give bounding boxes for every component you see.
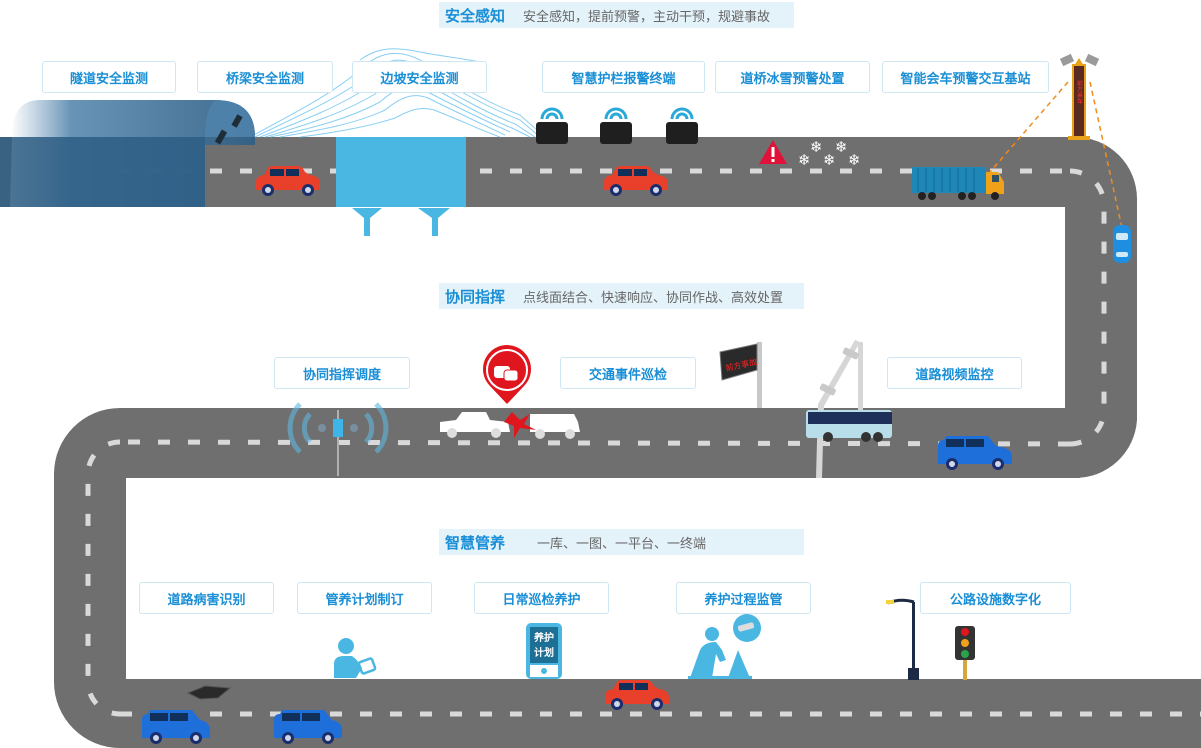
label-meeting-warning-station[interactable]: 智能会车预警交互基站: [882, 61, 1049, 93]
road-worker-icon: [688, 614, 761, 679]
dispatch-signal-icon: [287, 402, 389, 476]
guardrail-terminal: [600, 107, 632, 144]
plan-phone-line1: 养护: [533, 631, 554, 644]
label-maintenance-planning[interactable]: 管养计划制订: [297, 582, 432, 614]
lane-mark-left: [85, 439, 121, 717]
pothole-icon: [186, 685, 232, 700]
blue-suv: [274, 710, 342, 744]
snowflake-icons: ❄ ❄ ❄ ❄ ❄: [798, 138, 861, 169]
plan-phone-line2: 计划: [534, 646, 554, 659]
bridge: [336, 137, 466, 236]
label-road-defect-detection[interactable]: 道路病害识别: [139, 582, 274, 614]
accident-warning-board: [719, 342, 762, 408]
label-daily-inspection[interactable]: 日常巡检养护: [474, 582, 609, 614]
bus: [806, 410, 892, 442]
label-incident-patrol[interactable]: 交通事件巡检: [560, 357, 696, 389]
planner-person-icon: [334, 638, 377, 678]
guardrail-terminal: [666, 107, 698, 144]
base-station-display: 前方来车: [1076, 79, 1083, 105]
red-car: [604, 166, 668, 196]
road-network: [0, 137, 1201, 748]
blue-suv: [142, 710, 210, 744]
camera-pole: [816, 340, 863, 478]
maintenance-plan-phone-icon: [526, 623, 562, 679]
base-station-pole: [989, 53, 1123, 229]
label-coordinated-dispatch[interactable]: 协同指挥调度: [274, 357, 410, 389]
guardrail-terminals: [536, 107, 698, 144]
svg-text:❄: ❄: [823, 151, 836, 169]
svg-text:❄: ❄: [848, 151, 861, 169]
red-car: [256, 166, 320, 196]
street-lamp-icon: [886, 598, 919, 680]
label-tunnel-monitoring[interactable]: 隧道安全监测: [42, 61, 176, 93]
label-ice-snow-warning[interactable]: 道桥冰雪预警处置: [715, 61, 870, 93]
road-middle: [120, 408, 1080, 478]
section-subtitle: 点线面结合、快速响应、协同作战、高效处置: [523, 290, 784, 306]
label-guardrail-terminal[interactable]: 智慧护栏报警终端: [542, 61, 705, 93]
car-top-view: [1113, 225, 1131, 263]
label-facility-digitization[interactable]: 公路设施数字化: [920, 582, 1071, 614]
road-left-curve: [54, 408, 130, 748]
section-title: 智慧管养: [445, 533, 506, 552]
container-truck: [912, 167, 1004, 200]
section-header-safety: 安全感知 安全感知，提前预警，主动干预，规避事故: [439, 2, 794, 28]
label-slope-monitoring[interactable]: 边坡安全监测: [352, 61, 487, 93]
section-header-command: 协同指挥 点线面结合、快速响应、协同作战、高效处置: [439, 283, 804, 309]
section-subtitle: 安全感知，提前预警，主动干预，规避事故: [523, 9, 771, 25]
label-bridge-monitoring[interactable]: 桥梁安全监测: [197, 61, 333, 93]
svg-text:❄: ❄: [798, 151, 811, 169]
label-video-monitoring[interactable]: 道路视频监控: [887, 357, 1022, 389]
red-car: [605, 680, 669, 710]
section-header-maintenance: 智慧管养 一库、一图、一平台、一终端: [439, 529, 804, 555]
lane-mark-right: [1069, 168, 1107, 447]
section-subtitle: 一库、一图、一平台、一终端: [537, 536, 707, 552]
tunnel: [0, 100, 255, 207]
guardrail-terminal: [536, 107, 568, 144]
section-title: 协同指挥: [445, 287, 506, 306]
label-process-supervision[interactable]: 养护过程监管: [676, 582, 811, 614]
lane-mark-middle: [119, 439, 1071, 447]
warning-triangle-icon: [759, 140, 787, 164]
traffic-light-icon: [955, 626, 975, 680]
accident-pin-icon: [482, 345, 531, 404]
lane-markings: [85, 168, 1201, 717]
crashed-cars: [440, 412, 580, 439]
svg-text:❄: ❄: [810, 138, 823, 156]
blue-suv: [938, 436, 1012, 470]
svg-text:❄: ❄: [835, 138, 848, 156]
section-title: 安全感知: [445, 6, 506, 25]
